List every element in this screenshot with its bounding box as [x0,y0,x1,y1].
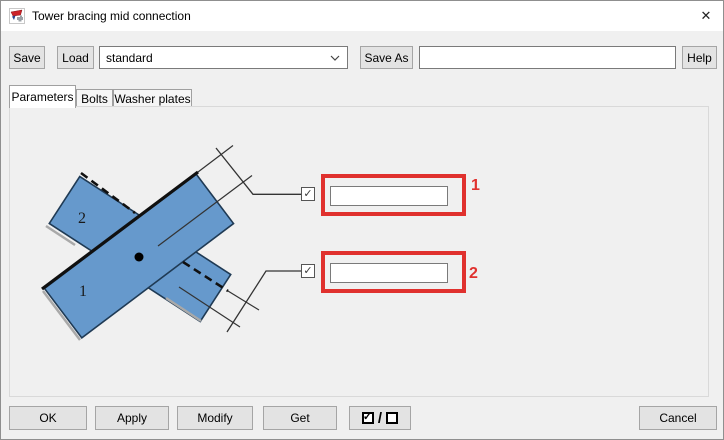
check-icon: ✓ [303,188,313,200]
component-icon [9,8,25,24]
load-button[interactable]: Load [57,46,94,69]
ok-button[interactable]: OK [9,406,87,430]
field-1-number: 1 [471,177,480,194]
get-button[interactable]: Get [263,406,337,430]
cancel-button[interactable]: Cancel [639,406,717,430]
hidden-line [182,260,229,293]
hidden-line [80,171,136,215]
save-button[interactable]: Save [9,46,45,69]
extension-line [197,145,234,173]
chevron-down-icon [330,55,340,61]
plate-2-edge-shadow [45,224,76,247]
tab-parameters[interactable]: Parameters [9,85,76,108]
dimension-leader-2 [226,270,301,333]
plate-2-label: 2 [78,210,86,227]
field-2-number: 2 [469,265,478,282]
save-as-button[interactable]: Save As [360,46,413,69]
save-as-name-input[interactable] [419,46,676,69]
settings-combobox-value: standard [106,50,153,65]
window-title: Tower bracing mid connection [32,9,191,23]
plate-2-edge-shadow [165,296,202,323]
field-2-highlight-box [321,251,466,293]
help-button[interactable]: Help [682,46,717,69]
tab-bolts[interactable]: Bolts [76,89,113,107]
toggle-all-checkboxes-button[interactable]: ✓ / [349,406,411,430]
close-icon[interactable]: ✕ [700,8,712,23]
plate-1-edge-line [41,170,199,291]
title-bar: Tower bracing mid connection ✕ [1,1,723,31]
center-line [178,286,241,328]
bracing-diagram: 2 1 [41,145,301,341]
field-1-checkbox[interactable]: ✓ [301,187,315,201]
field-1-highlight-box [321,174,466,216]
extension-line [227,290,260,311]
plate-1-edge-shadow [42,290,81,341]
apply-button[interactable]: Apply [95,406,169,430]
plate-1-label: 1 [79,283,87,300]
center-line [157,175,253,247]
tab-washer-plates[interactable]: Washer plates [113,89,192,107]
field-1-input[interactable] [330,186,448,206]
settings-combobox[interactable]: standard [99,46,348,69]
modify-button[interactable]: Modify [177,406,253,430]
field-2-checkbox[interactable]: ✓ [301,264,315,278]
work-point-dot [134,252,144,262]
checked-box-icon: ✓ [361,411,374,424]
check-icon: ✓ [303,265,313,277]
unchecked-box-icon [386,412,399,424]
field-2-input[interactable] [330,263,448,283]
dimension-leader-1 [215,147,301,195]
toggle-separator: / [377,409,383,427]
